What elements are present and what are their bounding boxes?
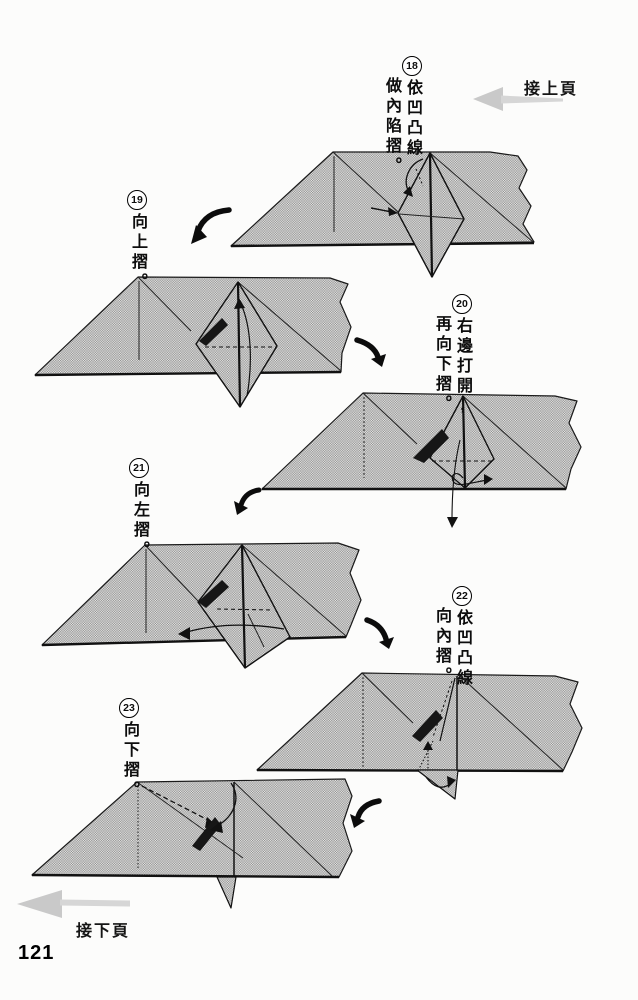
prev-page-label: 接上頁	[524, 81, 579, 98]
fold-left-arrow-icon	[178, 624, 285, 640]
inside-fold-arrow-icon	[403, 158, 424, 197]
diagram-step-18	[230, 151, 535, 278]
pull-down-arrow-icon	[447, 439, 461, 528]
step-19-number-badge: 19	[127, 190, 147, 210]
step-19-label: 19向上摺。	[127, 190, 148, 310]
diagram-step-21	[41, 542, 362, 669]
step-23-label: 23向下摺。	[119, 698, 140, 818]
paper-shape	[34, 276, 352, 376]
fold-direction-arrow-22	[364, 617, 394, 649]
swing-right-arrow-icon	[425, 776, 456, 788]
mountain-fold-mark	[412, 710, 443, 742]
diagram-step-19	[34, 276, 352, 408]
diagram-step-20	[261, 392, 582, 528]
open-right-arrow-icon	[451, 472, 493, 486]
push-arrow-icon	[370, 207, 398, 216]
step-18-label: 18依凹凸線 做內陷摺。	[381, 56, 423, 241]
step-20-label: 20右邊打開, 再向下摺。	[431, 294, 473, 439]
next-page-arrow-icon	[17, 890, 130, 918]
fold-direction-arrow-23	[350, 798, 382, 828]
step-20-number-badge: 20	[452, 294, 472, 314]
paper-shape	[256, 672, 583, 772]
step-18-number-badge: 18	[402, 56, 422, 76]
bottom-fin	[216, 876, 237, 909]
page-number: 121	[18, 942, 55, 964]
fold-up-arrow-icon	[234, 298, 251, 397]
diagram-step-23	[31, 778, 353, 909]
paper-shape	[41, 542, 362, 646]
step-21-label: 21向左摺。	[129, 458, 150, 578]
paper-shape	[261, 392, 582, 490]
fold-direction-arrow-19	[191, 207, 232, 244]
fold-direction-arrow-21	[234, 487, 262, 515]
paper-shape	[31, 778, 353, 878]
inward-fold-arrow-icon	[418, 740, 434, 770]
mountain-fold-mark	[413, 429, 449, 463]
prev-page-arrow-icon	[473, 87, 563, 111]
mountain-fold-mark	[198, 580, 229, 608]
step-22-number-badge: 22	[452, 586, 472, 606]
step-21-number-badge: 21	[129, 458, 149, 478]
fold-down-arrow-icon	[210, 782, 237, 833]
mountain-fold-mark	[199, 318, 228, 346]
mountain-fold-mark	[192, 817, 221, 851]
fold-direction-arrow-20	[354, 337, 386, 367]
next-page-label: 接下頁	[76, 923, 131, 940]
step-22-label: 22依凹凸線 向內摺。	[431, 586, 473, 746]
diagram-step-22	[256, 672, 583, 800]
bottom-flap	[416, 769, 459, 800]
step-23-number-badge: 23	[119, 698, 139, 718]
